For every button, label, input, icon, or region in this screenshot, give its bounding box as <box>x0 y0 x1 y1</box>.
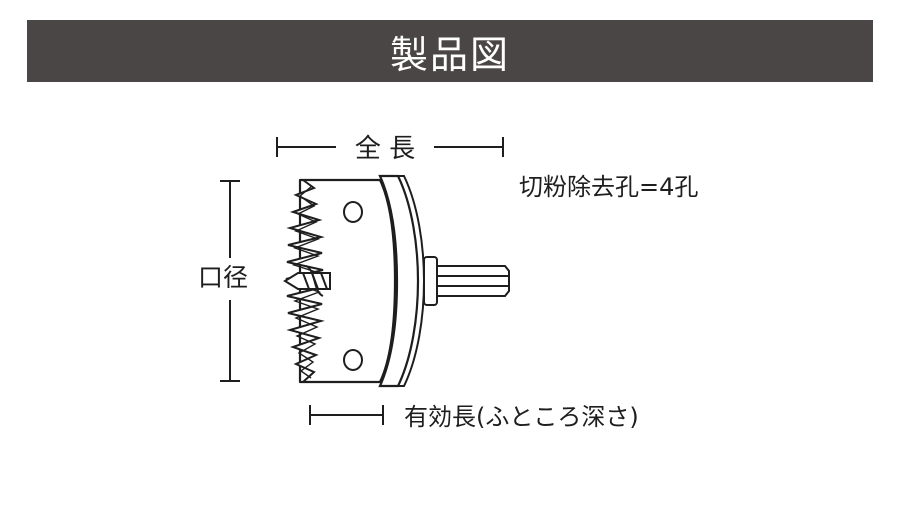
saw-cup-body <box>298 178 397 384</box>
chip-hole-lower <box>343 349 363 371</box>
total-length-label: 全 長 <box>355 134 415 164</box>
effective-length-label: 有効長(ふところ深さ) <box>404 403 639 431</box>
pilot-drill <box>283 265 331 297</box>
page-title: 製品図 <box>389 32 510 77</box>
chip-hole-upper <box>343 201 363 223</box>
chip-removal-label: 切粉除去孔=4孔 <box>519 173 698 201</box>
saw-teeth <box>285 179 325 383</box>
effective-length-dimension <box>309 405 384 425</box>
title-bar: 製品図 <box>27 20 873 82</box>
total-length-dimension <box>276 137 504 157</box>
hex-shank <box>436 265 510 297</box>
diameter-dimension <box>220 180 240 382</box>
shank-hub <box>423 256 438 306</box>
diameter-label: 口径 <box>198 263 248 292</box>
